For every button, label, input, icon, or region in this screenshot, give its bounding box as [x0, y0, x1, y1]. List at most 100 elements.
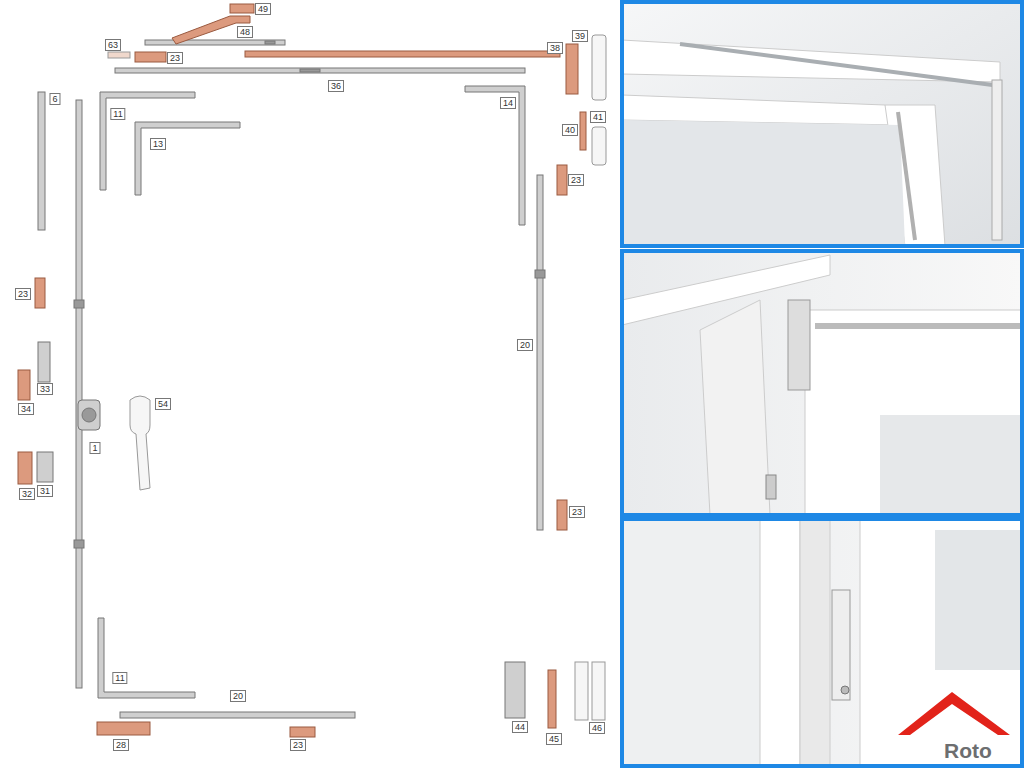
bar-detail: [74, 300, 84, 308]
callout-number: 1: [89, 442, 100, 454]
callout-number: 45: [546, 733, 562, 745]
photo-ground: [622, 2, 1022, 246]
keeper: [97, 722, 150, 735]
hinge-cover: [592, 35, 606, 100]
callout-number: 13: [150, 138, 166, 150]
corner-drive: [98, 618, 195, 698]
steel-parts: [37, 40, 545, 718]
corner-drive: [135, 122, 240, 195]
frame: [800, 519, 830, 766]
callout-number: 63: [105, 39, 121, 51]
callout-number: 40: [562, 124, 578, 136]
callout-number: 11: [112, 672, 127, 684]
callout-number: 23: [568, 174, 584, 186]
photo-ground: [622, 251, 1022, 515]
keeper: [557, 165, 567, 195]
hinge-cover: [592, 662, 605, 720]
callout-number: 6: [49, 93, 60, 105]
photo-hinge: [622, 251, 1022, 515]
hinge-keeper: [548, 670, 556, 728]
sash: [622, 95, 900, 125]
callout-number: 48: [237, 26, 253, 38]
hinge-cover: [592, 127, 606, 165]
stay-arm: [145, 40, 285, 45]
callout-number: 32: [19, 488, 35, 500]
glass: [935, 530, 1022, 670]
photo-border: [622, 251, 1022, 515]
callout-number: 38: [547, 42, 563, 54]
hinge: [832, 590, 850, 700]
glass: [622, 519, 762, 766]
corner-drive: [465, 86, 525, 225]
photo-ground: [622, 519, 1022, 766]
keeper: [766, 475, 776, 499]
keeper: [290, 727, 315, 737]
hinge: [992, 80, 1002, 240]
keeper: [18, 370, 30, 400]
bar-detail: [74, 540, 84, 548]
sash: [805, 310, 1022, 515]
callout-number: 54: [155, 398, 171, 410]
callout-number: 23: [167, 52, 183, 64]
callout-number: 23: [15, 288, 31, 300]
callout-number: 20: [517, 339, 533, 351]
photo-border: [622, 519, 1022, 766]
callout-number: 39: [572, 30, 588, 42]
espagnolette: [898, 112, 915, 240]
sash: [860, 519, 1022, 766]
callout-number: 49: [255, 3, 271, 15]
callout-number: 20: [230, 690, 246, 702]
glass: [880, 415, 1022, 515]
stay-arm: [680, 44, 1000, 86]
callout-number: 14: [500, 97, 516, 109]
corner-drive: [100, 92, 195, 190]
espagnolette-bar: [537, 175, 543, 530]
strike-plate: [38, 342, 50, 382]
bar-detail: [300, 69, 320, 72]
covers: [108, 35, 606, 720]
frame: [760, 519, 800, 766]
brand-logo-text: Roto: [944, 739, 992, 763]
hinge-screw: [841, 686, 849, 694]
small-part: [108, 52, 130, 58]
callout-number: 44: [512, 721, 528, 733]
keeper: [35, 278, 45, 308]
photo-border: [622, 2, 1022, 246]
callout-number: 23: [569, 506, 585, 518]
glass: [622, 120, 905, 246]
callout-number: 31: [37, 485, 53, 497]
brand-roof: [898, 692, 1010, 735]
frame: [700, 300, 770, 515]
bar-detail: [265, 41, 275, 44]
hinge: [566, 44, 578, 94]
callout-number: 33: [37, 383, 53, 395]
extension-bar: [38, 92, 45, 230]
callout-number: 46: [589, 722, 605, 734]
stay-bearing: [230, 4, 254, 13]
callout-number: 28: [113, 739, 129, 751]
window-handle: [130, 396, 150, 490]
stay: [245, 51, 560, 57]
hinge: [788, 300, 810, 390]
hinge-cover: [575, 662, 588, 720]
callout-number: 41: [590, 111, 606, 123]
callout-number: 11: [110, 108, 125, 120]
bar-detail: [535, 270, 545, 278]
callout-number: 36: [328, 80, 344, 92]
photo-stay: [622, 2, 1022, 246]
keeper: [557, 500, 567, 530]
keeper: [135, 52, 166, 62]
photo-sash-hinge: [622, 519, 1022, 766]
callout-number: 34: [18, 403, 34, 415]
hinge-part: [505, 662, 525, 718]
copper-parts: [18, 4, 586, 737]
callout-number: 23: [290, 739, 306, 751]
gearbox-spindle: [82, 408, 96, 422]
hinge-pin: [580, 112, 586, 150]
keeper: [18, 452, 32, 484]
hardware-bar: [815, 323, 1022, 329]
connecting-rod: [115, 68, 525, 73]
